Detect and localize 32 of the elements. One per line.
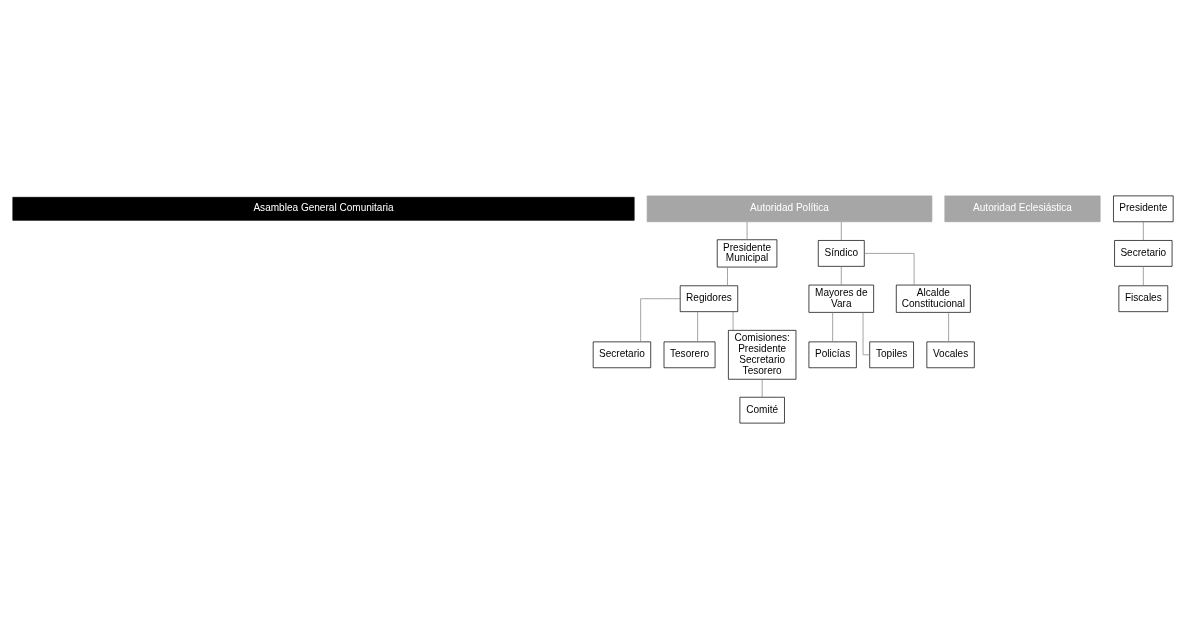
- connector: [1142, 221, 1144, 241]
- node-box: Presidente Municipal: [716, 238, 778, 267]
- node-box: Autoridad Eclesiástica: [944, 195, 1101, 222]
- node-box: Asamblea General Comunitaria: [12, 196, 635, 221]
- node-box: Alcalde Constitucional: [895, 284, 971, 313]
- node-box: Regidores: [679, 284, 739, 312]
- connector: [640, 297, 681, 342]
- connector: [761, 378, 763, 397]
- node-box: Autoridad Política: [646, 195, 933, 222]
- connector: [840, 265, 842, 285]
- node-box: Presidente: [1113, 195, 1174, 222]
- node-box: Mayores de Vara: [808, 284, 874, 313]
- connector: [697, 310, 698, 342]
- node-box: Vocales: [926, 341, 975, 368]
- node-box: Secretario: [592, 341, 652, 368]
- node-box: Síndico: [817, 239, 865, 267]
- connector: [1142, 265, 1144, 286]
- node-box: Policías: [808, 341, 857, 368]
- connector: [727, 266, 728, 286]
- node-box: Fiscales: [1118, 284, 1169, 312]
- connector: [832, 311, 833, 342]
- connector: [948, 311, 949, 342]
- node-box: Comisiones: Presidente Secretario Tesorero: [728, 329, 797, 380]
- connector: [746, 221, 748, 240]
- node-box: Comité: [739, 396, 785, 423]
- connector: [863, 252, 915, 285]
- node-box: Topiles: [869, 341, 914, 368]
- node-box: Secretario: [1114, 239, 1173, 267]
- connector: [862, 311, 871, 355]
- connector: [840, 221, 842, 241]
- connector: [732, 310, 734, 331]
- node-box: Tesorero: [663, 341, 716, 368]
